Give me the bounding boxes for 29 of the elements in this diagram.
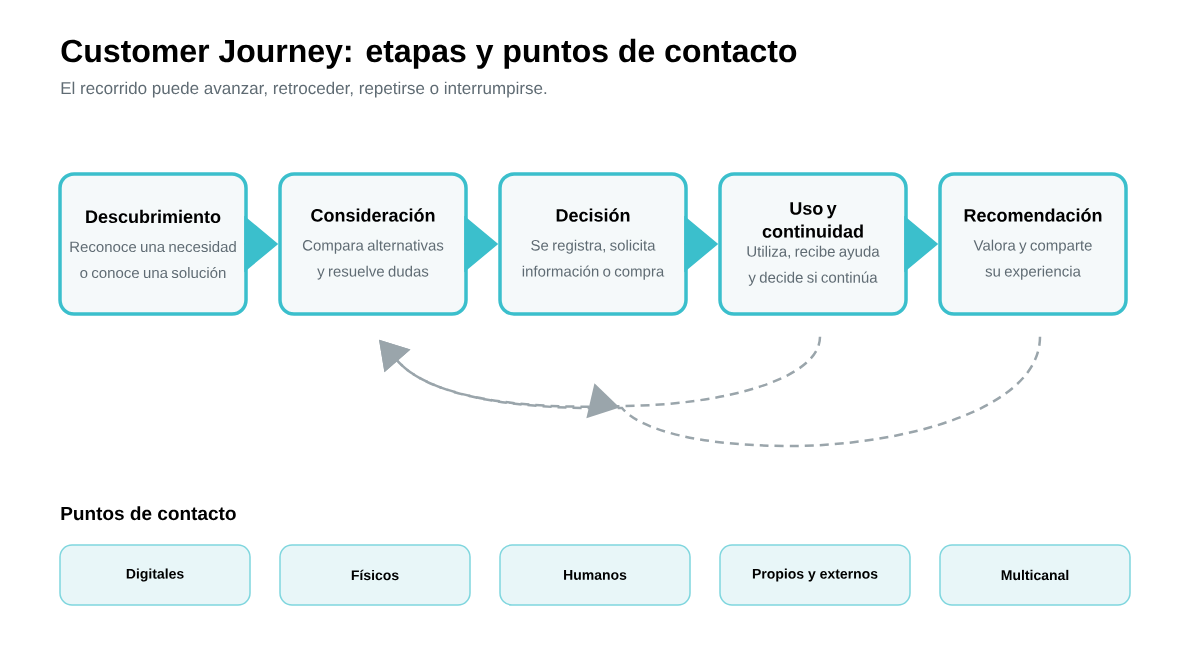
- touchpoint-box: [499, 544, 691, 606]
- title: Customer Journey: etapas y puntos de contacto: [61, 38, 797, 69]
- touchpoint-label: Multicanal: [1001, 569, 1069, 581]
- touchpoint-label: Propios y externos: [752, 568, 878, 582]
- stage-description: Compara alternativas y resuelve dudas: [302, 239, 444, 280]
- return-arrow: [379, 336, 1042, 448]
- stage-card: [58, 172, 248, 316]
- touchpoint-box: [279, 544, 471, 606]
- section-heading: Puntos de contacto: [61, 506, 236, 521]
- stage-card: [718, 172, 908, 316]
- stage-description: Se registra, solicita información o compra: [522, 239, 665, 280]
- stage-card: [498, 172, 688, 316]
- touchpoint-box: [719, 544, 911, 606]
- stage-description: Utiliza, recibe ayuda y decide si continúa: [747, 245, 880, 286]
- stage-description: Valora y comparte su experiencia: [973, 239, 1092, 280]
- touchpoint-label: Humanos: [564, 570, 627, 580]
- stage-title: Descubrimiento: [86, 209, 221, 224]
- stage-card: [278, 172, 468, 316]
- stage-title: Decisión: [556, 208, 630, 222]
- touchpoint-label: Digitales: [126, 568, 184, 582]
- stage-title: Uso y continuidad: [762, 202, 863, 238]
- subtitle: El recorrido puede avanzar, retroceder, repetirse o interrumpirse.: [61, 81, 547, 98]
- touchpoint-box: [939, 544, 1131, 606]
- stage-card: [938, 172, 1128, 316]
- touchpoint-label: Físicos: [351, 569, 399, 581]
- stage-title: Recomendación: [964, 208, 1102, 222]
- stage-title: Consideración: [311, 208, 435, 222]
- touchpoint-box: [59, 544, 251, 606]
- stage-description: Reconoce una necesidad o conoce una solución: [70, 241, 236, 279]
